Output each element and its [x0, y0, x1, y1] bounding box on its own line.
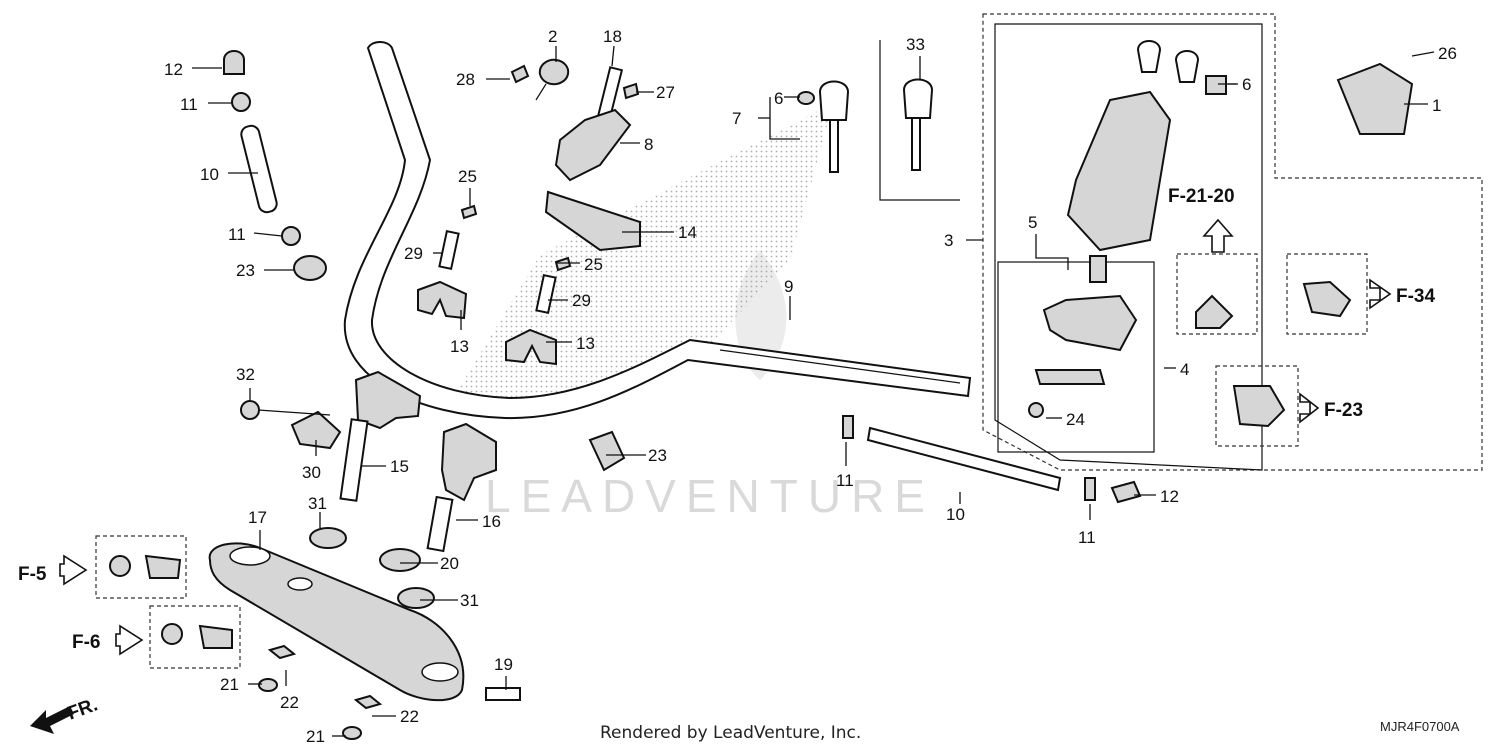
callout-11: 11: [228, 225, 246, 244]
front-direction-indicator: FR.: [30, 694, 101, 734]
callout-32: 32: [236, 365, 255, 384]
callout-10: 10: [200, 165, 219, 184]
callout-30: 30: [302, 463, 321, 482]
ref-f21-20: F-21-20: [1168, 186, 1235, 207]
callout-29: 29: [404, 244, 423, 263]
callout-2: 2: [548, 27, 557, 46]
front-label: FR.: [65, 694, 101, 724]
steering-stem-left: [240, 370, 422, 502]
callout-10: 10: [946, 505, 965, 524]
callout-27: 27: [656, 83, 675, 102]
callout-25: 25: [458, 167, 477, 186]
top-bridge: [208, 527, 521, 740]
bar-end-left-assembly: [223, 50, 327, 281]
callout-20: 20: [440, 554, 459, 573]
shading: [455, 110, 830, 405]
steering-stem-right: [426, 422, 497, 553]
callout-24: 24: [1066, 410, 1085, 429]
callout-6: 6: [1242, 75, 1251, 94]
callout-23: 23: [236, 261, 255, 280]
callout-22: 22: [400, 707, 419, 726]
callout-15: 15: [390, 457, 409, 476]
callout-19: 19: [494, 655, 513, 674]
callout-22: 22: [280, 693, 299, 712]
callout-11: 11: [180, 95, 198, 114]
ref-box-f23: [1215, 365, 1320, 447]
callout-21: 21: [306, 727, 325, 746]
key-items: [797, 40, 960, 201]
handlebar-holders: [417, 190, 641, 366]
mount-bracket: [510, 58, 640, 182]
callout-23: 23: [648, 446, 667, 465]
callout-6: 6: [774, 89, 783, 108]
watermark-text: LEADVENTURE: [485, 470, 935, 522]
reference-labels: F-21-20 F-34 F-23 F-5 F-6: [18, 186, 1436, 653]
callout-18: 18: [603, 27, 622, 46]
ref-box-f6: [115, 605, 241, 669]
callout-13: 13: [450, 337, 469, 356]
callout-11: 11: [1078, 528, 1096, 547]
ref-box-f34: [1286, 253, 1392, 335]
callout-26: 26: [1438, 44, 1457, 63]
callout-33: 33: [906, 35, 925, 54]
callout-12: 12: [164, 60, 183, 79]
callout-1: 1: [1432, 96, 1441, 115]
callout-28: 28: [456, 70, 475, 89]
callout-21: 21: [220, 675, 239, 694]
ignition-switch-assembly: [982, 13, 1483, 471]
ref-f23: F-23: [1324, 400, 1363, 421]
ref-f34: F-34: [1396, 286, 1436, 307]
callout-12: 12: [1160, 487, 1179, 506]
callout-16: 16: [482, 512, 501, 531]
callout-3: 3: [944, 231, 953, 250]
callout-29: 29: [572, 291, 591, 310]
callout-5: 5: [1028, 213, 1037, 232]
callout-numbers: 12 11 10 11 23 2 18 28 27 8 25 29 25 29 …: [164, 27, 1457, 746]
ref-box-f5: [59, 535, 187, 599]
footer-credit: Rendered by LeadVenture, Inc.: [600, 723, 861, 743]
callout-17: 17: [248, 508, 267, 527]
diagram-code: MJR4F0700A: [1380, 719, 1460, 734]
handlebar: [343, 41, 972, 420]
callout-25: 25: [584, 255, 603, 274]
callout-8: 8: [644, 135, 653, 154]
ref-f6: F-6: [72, 632, 101, 653]
callout-7: 7: [732, 109, 741, 128]
clip-23: [588, 430, 626, 472]
callout-13: 13: [576, 334, 595, 353]
callout-4: 4: [1180, 360, 1189, 379]
callout-31: 31: [308, 494, 327, 513]
callout-11: 11: [836, 471, 854, 490]
leader-lines: [192, 45, 1435, 737]
ref-box-f21-20: [1176, 218, 1258, 335]
callout-9: 9: [784, 277, 793, 296]
callout-31: 31: [460, 591, 479, 610]
bar-end-right-assembly: [842, 415, 1142, 504]
callout-14: 14: [678, 223, 697, 242]
ref-f5: F-5: [18, 564, 47, 585]
